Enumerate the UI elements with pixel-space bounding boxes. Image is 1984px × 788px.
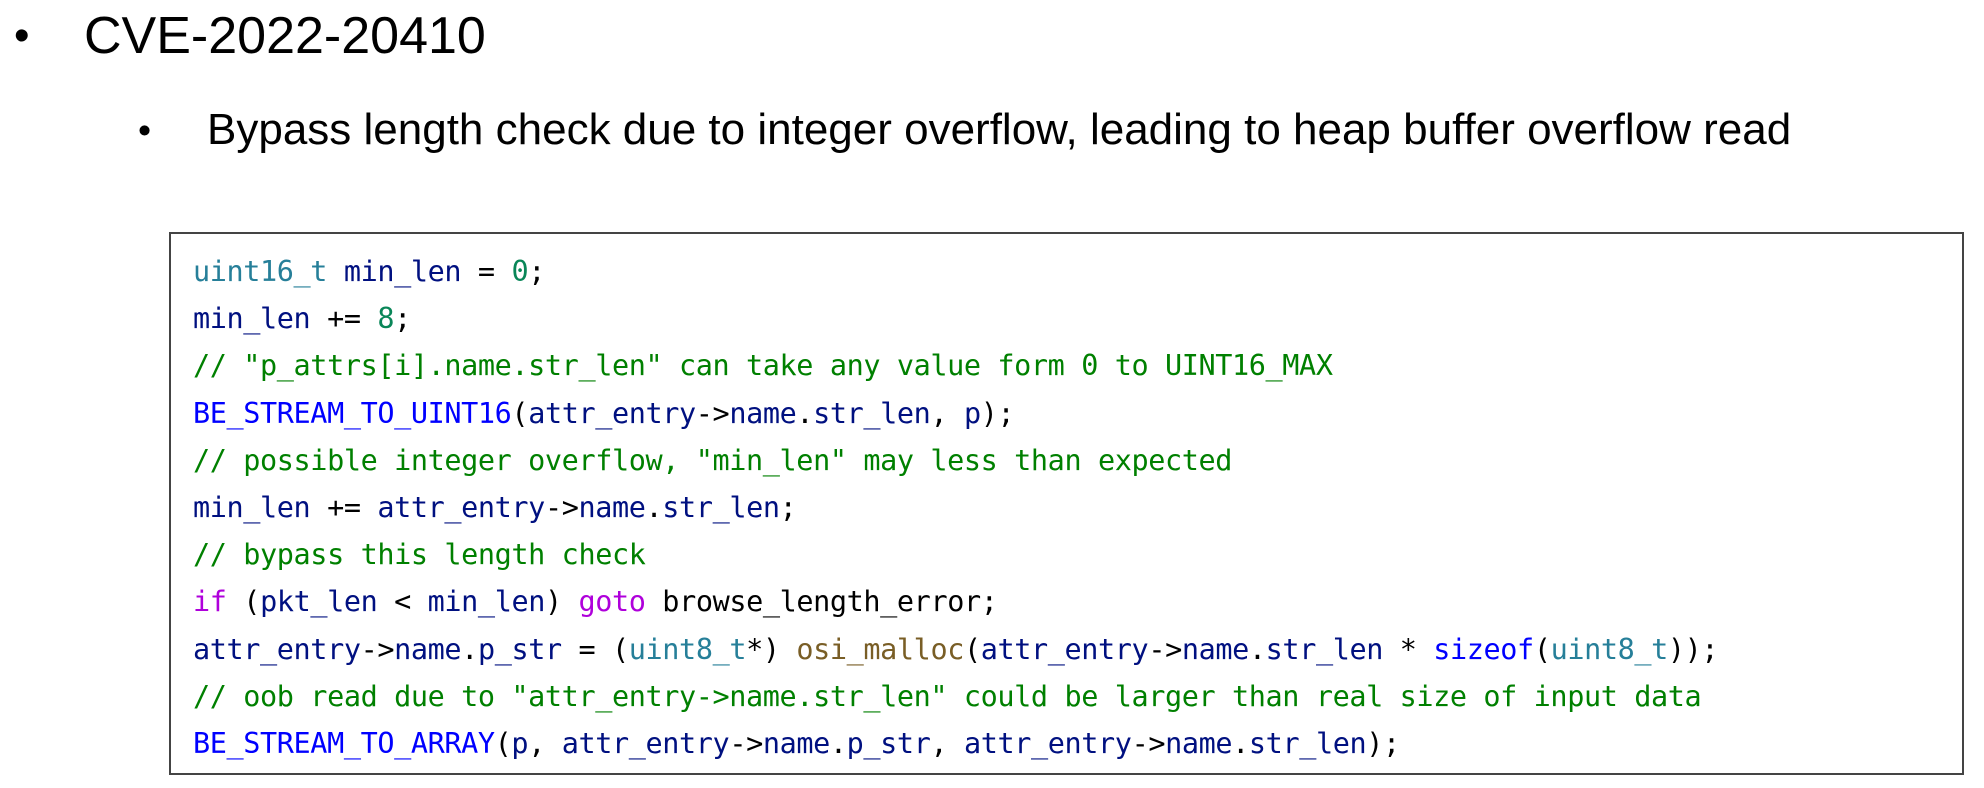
code-token-variable: str_len bbox=[1265, 632, 1384, 666]
code-token-comment: // bypass this length check bbox=[193, 538, 646, 572]
code-token-plain: browse_length_error; bbox=[645, 585, 998, 619]
code-token-comment: // "p_attrs[i].name.str_len" can take an… bbox=[193, 349, 1333, 383]
code-token-variable: min_len bbox=[193, 490, 311, 524]
code-token-variable: attr_entry bbox=[377, 490, 545, 524]
code-token-plain: ( bbox=[511, 396, 529, 430]
code-token-plain: , bbox=[930, 726, 964, 760]
code-token-macro: BE_STREAM_TO_ARRAY bbox=[193, 726, 495, 760]
code-token-macro: sizeof bbox=[1433, 632, 1534, 666]
code-line: // "p_attrs[i].name.str_len" can take an… bbox=[193, 342, 1962, 389]
code-token-plain: , bbox=[930, 396, 964, 430]
code-token-plain: -> bbox=[1148, 632, 1182, 666]
code-token-plain: ; bbox=[394, 302, 411, 336]
bullet-icon: • bbox=[14, 11, 30, 60]
code-token-type: uint8_t bbox=[1550, 632, 1669, 666]
code-token-plain: -> bbox=[729, 726, 763, 760]
code-token-variable: name bbox=[1181, 632, 1249, 666]
code-line: if (pkt_len < min_len) goto browse_lengt… bbox=[193, 578, 1962, 625]
code-token-variable: min_len bbox=[427, 585, 546, 619]
code-token-plain: += bbox=[310, 490, 378, 524]
code-token-variable: min_len bbox=[193, 302, 311, 336]
code-token-plain: ( bbox=[1533, 632, 1551, 666]
code-token-variable: str_len bbox=[813, 396, 931, 430]
code-token-variable: p bbox=[511, 726, 529, 760]
code-token-plain bbox=[327, 255, 344, 288]
code-token-variable: p_str bbox=[846, 726, 931, 760]
code-line: min_len += 8; bbox=[193, 295, 1962, 342]
subpoint-bullet-item: • Bypass length check due to integer ove… bbox=[138, 98, 1791, 162]
code-token-plain: *) bbox=[746, 632, 797, 666]
code-token-comment: // possible integer overflow, "min_len" … bbox=[193, 443, 1233, 477]
code-token-plain: ; bbox=[779, 490, 797, 524]
code-token-keyword: if bbox=[193, 585, 227, 619]
code-token-plain: * bbox=[1382, 632, 1434, 666]
code-token-variable: attr_entry bbox=[528, 396, 696, 430]
code-token-plain: ); bbox=[1366, 726, 1400, 760]
code-token-variable: str_len bbox=[662, 490, 780, 524]
code-token-plain: . bbox=[645, 490, 663, 524]
code-token-plain: , bbox=[528, 726, 562, 760]
bullet-icon: • bbox=[138, 108, 152, 151]
subpoint-text: Bypass length check due to integer overf… bbox=[207, 105, 1792, 154]
code-token-plain: ); bbox=[980, 396, 1015, 430]
code-token-plain: = ( bbox=[561, 632, 629, 666]
code-token-plain: . bbox=[829, 726, 847, 760]
code-token-plain: ( bbox=[226, 585, 261, 619]
code-token-variable: attr_entry bbox=[980, 632, 1149, 666]
code-token-variable: p_str bbox=[477, 632, 562, 666]
code-token-keyword: goto bbox=[578, 585, 646, 619]
code-token-plain: ) bbox=[544, 585, 579, 619]
code-token-plain: ; bbox=[528, 255, 545, 288]
code-token-variable: pkt_len bbox=[260, 585, 378, 619]
code-token-plain: . bbox=[461, 632, 478, 666]
code-line: min_len += attr_entry->name.str_len; bbox=[193, 484, 1962, 531]
code-token-plain: -> bbox=[360, 632, 395, 666]
code-token-plain: -> bbox=[695, 396, 730, 430]
code-token-plain: ( bbox=[494, 726, 512, 760]
code-token-plain: -> bbox=[544, 490, 579, 524]
code-block: uint16_t min_len = 0;min_len += 8;// "p_… bbox=[169, 232, 1964, 775]
code-token-variable: attr_entry bbox=[963, 726, 1132, 760]
code-token-function: osi_malloc bbox=[796, 632, 964, 666]
code-token-plain: )); bbox=[1667, 632, 1719, 666]
code-token-variable: name bbox=[394, 632, 462, 666]
code-line: attr_entry->name.p_str = (uint8_t*) osi_… bbox=[193, 626, 1962, 673]
code-token-plain: += bbox=[310, 302, 378, 336]
code-token-number: 0 bbox=[511, 255, 529, 288]
code-line: BE_STREAM_TO_UINT16(attr_entry->name.str… bbox=[193, 390, 1962, 437]
code-token-plain: -> bbox=[1131, 726, 1166, 760]
code-token-variable: attr_entry bbox=[561, 726, 730, 760]
code-token-variable: p bbox=[963, 396, 981, 430]
code-token-plain: . bbox=[1248, 632, 1266, 666]
code-token-variable: name bbox=[729, 396, 797, 430]
code-token-plain: . bbox=[796, 396, 814, 430]
code-token-number: 8 bbox=[377, 302, 395, 336]
code-token-variable: name bbox=[762, 726, 830, 760]
heading-bullet-item: • CVE-2022-20410 bbox=[14, 2, 486, 70]
code-token-plain: = bbox=[461, 255, 512, 288]
code-token-macro: BE_STREAM_TO_UINT16 bbox=[193, 396, 512, 430]
code-token-variable: min_len bbox=[343, 255, 462, 288]
code-token-variable: str_len bbox=[1248, 726, 1367, 760]
code-line: // oob read due to "attr_entry->name.str… bbox=[193, 673, 1962, 720]
code-line: // possible integer overflow, "min_len" … bbox=[193, 437, 1962, 484]
code-token-type: uint16_t bbox=[193, 255, 328, 288]
code-line: uint16_t min_len = 0; bbox=[193, 248, 1962, 295]
code-line: // bypass this length check bbox=[193, 531, 1962, 578]
code-token-plain: ( bbox=[963, 632, 981, 666]
slide-heading: CVE-2022-20410 bbox=[84, 7, 486, 65]
code-token-plain: < bbox=[377, 585, 428, 619]
code-line: BE_STREAM_TO_ARRAY(p, attr_entry->name.p… bbox=[193, 720, 1962, 767]
code-token-variable: attr_entry bbox=[193, 632, 361, 666]
code-token-type: uint8_t bbox=[628, 632, 747, 666]
code-token-variable: name bbox=[578, 490, 646, 524]
code-token-variable: name bbox=[1165, 726, 1233, 760]
code-token-comment: // oob read due to "attr_entry->name.str… bbox=[193, 679, 1702, 713]
code-token-plain: . bbox=[1232, 726, 1249, 760]
